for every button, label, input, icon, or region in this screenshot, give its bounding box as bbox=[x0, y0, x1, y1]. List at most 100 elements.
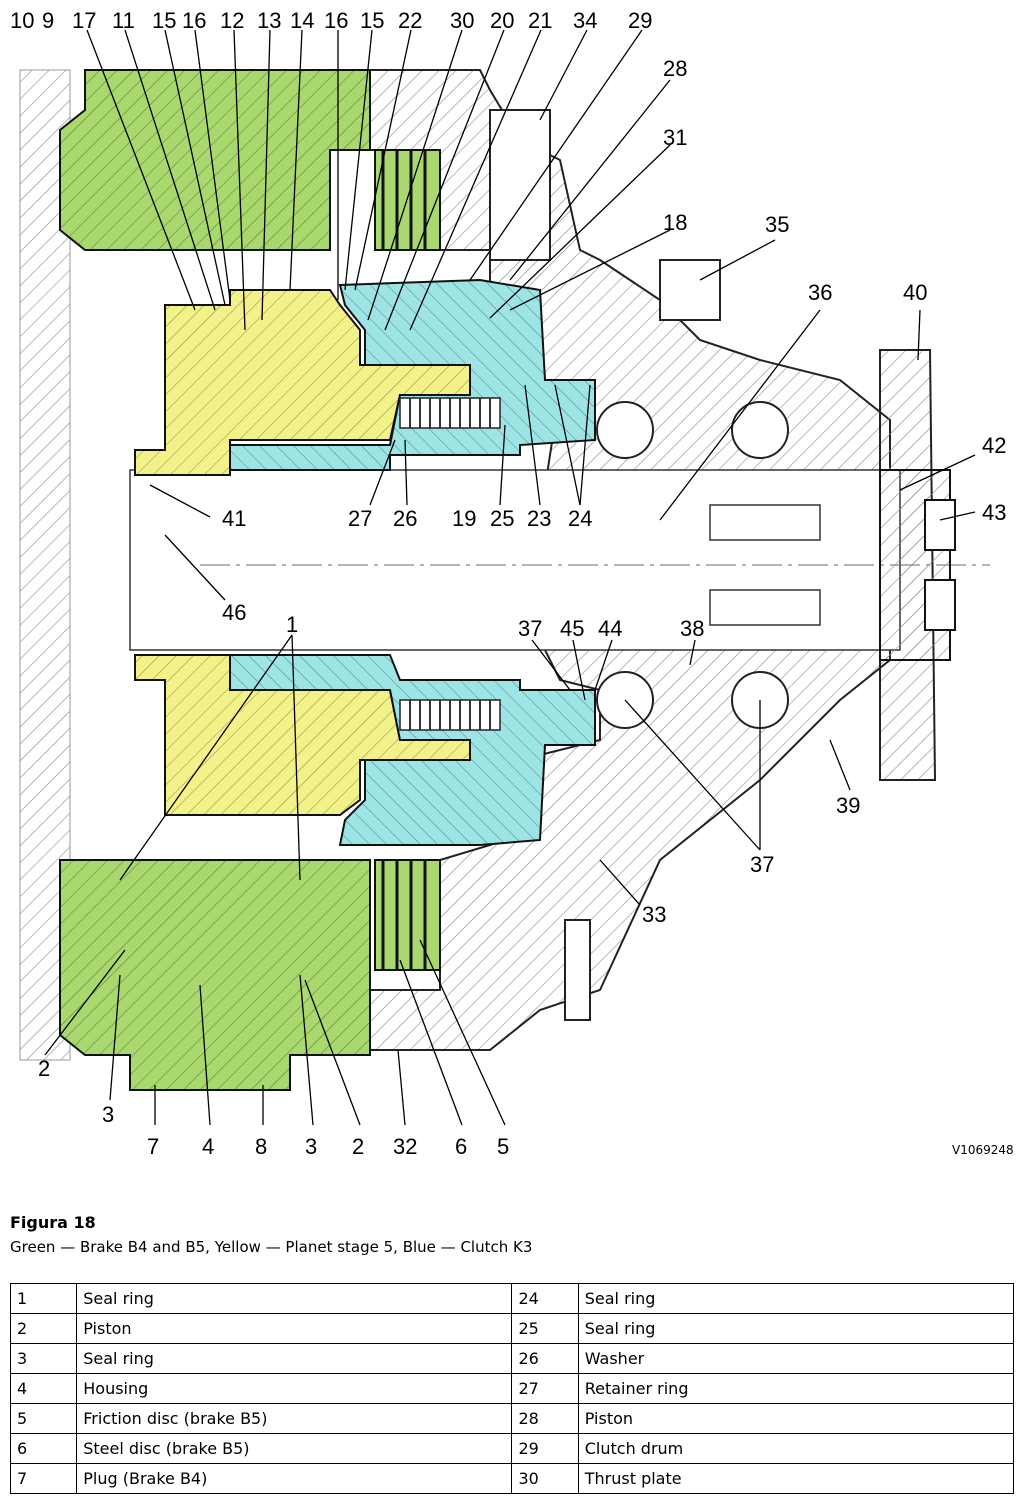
callouts-top: 10 9 17 11 15 16 12 13 14 16 15 22 30 20… bbox=[10, 8, 652, 33]
callout-43: 43 bbox=[982, 500, 1006, 525]
callout-46: 46 bbox=[222, 600, 246, 625]
callout-2b: 2 bbox=[352, 1134, 364, 1159]
callout-41: 41 bbox=[222, 506, 246, 531]
callouts-right: 28 31 18 35 36 40 42 43 bbox=[663, 56, 1006, 525]
callout-27: 27 bbox=[348, 506, 372, 531]
callout-37b: 37 bbox=[750, 852, 774, 877]
output-flange bbox=[879, 469, 956, 661]
callout-19: 19 bbox=[452, 506, 476, 531]
callout-21: 21 bbox=[528, 8, 552, 33]
callout-9: 9 bbox=[42, 8, 54, 33]
part-number: 29 bbox=[511, 1433, 579, 1464]
table-row: 1 Seal ring 24 Seal ring bbox=[9, 1283, 1015, 1314]
callout-35: 35 bbox=[765, 212, 789, 237]
figure-description: Green — Brake B4 and B5, Yellow — Planet… bbox=[10, 1238, 533, 1256]
part-name: Thrust plate bbox=[577, 1463, 1015, 1494]
callout-22: 22 bbox=[398, 8, 422, 33]
part-number: 5 bbox=[9, 1403, 78, 1434]
part-name: Clutch drum bbox=[577, 1433, 1015, 1464]
callout-16: 16 bbox=[182, 8, 206, 33]
brake-b4-b5-green bbox=[59, 69, 441, 1091]
part-number: 7 bbox=[9, 1463, 78, 1494]
callout-20: 20 bbox=[490, 8, 514, 33]
part-name: Washer bbox=[577, 1343, 1015, 1374]
part-number: 6 bbox=[9, 1433, 78, 1464]
part-number: 30 bbox=[511, 1463, 579, 1494]
callout-17: 17 bbox=[72, 8, 96, 33]
callouts-lower: 46 1 37 45 44 38 39 37 33 bbox=[222, 600, 860, 927]
part-name: Seal ring bbox=[76, 1283, 513, 1314]
table-row: 6 Steel disc (brake B5) 29 Clutch drum bbox=[9, 1433, 1015, 1464]
callout-36: 36 bbox=[808, 280, 832, 305]
callout-37: 37 bbox=[518, 616, 542, 641]
transmission-housing bbox=[19, 69, 990, 1061]
callout-2: 2 bbox=[38, 1056, 50, 1081]
part-number: 26 bbox=[511, 1343, 579, 1374]
part-number: 25 bbox=[511, 1313, 579, 1344]
part-name: Retainer ring bbox=[577, 1373, 1015, 1404]
callout-38: 38 bbox=[680, 616, 704, 641]
part-number: 27 bbox=[511, 1373, 579, 1404]
callout-12: 12 bbox=[220, 8, 244, 33]
callout-14: 14 bbox=[290, 8, 314, 33]
callout-11: 11 bbox=[112, 8, 135, 33]
callout-7: 7 bbox=[147, 1134, 159, 1159]
callout-3: 3 bbox=[102, 1102, 114, 1127]
callout-31: 31 bbox=[663, 125, 687, 150]
figure-title: Figura 18 bbox=[10, 1213, 96, 1232]
part-number: 1 bbox=[9, 1283, 78, 1314]
table-row: 7 Plug (Brake B4) 30 Thrust plate bbox=[9, 1463, 1015, 1494]
callout-25: 25 bbox=[490, 506, 514, 531]
part-name: Plug (Brake B4) bbox=[76, 1463, 513, 1494]
callout-42: 42 bbox=[982, 433, 1006, 458]
part-number: 4 bbox=[9, 1373, 78, 1404]
part-number: 2 bbox=[9, 1313, 78, 1344]
callout-15b: 15 bbox=[360, 8, 384, 33]
callout-33: 33 bbox=[642, 902, 666, 927]
callout-23: 23 bbox=[527, 506, 551, 531]
callout-16b: 16 bbox=[324, 8, 348, 33]
part-number: 28 bbox=[511, 1403, 579, 1434]
callouts-mid: 41 27 26 19 25 23 24 bbox=[222, 506, 592, 531]
drawing-id: V1069248 bbox=[952, 1143, 1014, 1157]
callout-18: 18 bbox=[663, 210, 687, 235]
callout-15: 15 bbox=[152, 8, 176, 33]
callout-6: 6 bbox=[455, 1134, 467, 1159]
callout-40: 40 bbox=[903, 280, 927, 305]
part-name: Piston bbox=[577, 1403, 1015, 1434]
callout-29: 29 bbox=[628, 8, 652, 33]
leader-lines bbox=[44, 29, 976, 1126]
callout-34: 34 bbox=[573, 8, 597, 33]
callout-4: 4 bbox=[202, 1134, 214, 1159]
callout-13: 13 bbox=[257, 8, 281, 33]
clutch-k3-blue bbox=[229, 278, 596, 846]
callout-30: 30 bbox=[450, 8, 474, 33]
table-row: 5 Friction disc (brake B5) 28 Piston bbox=[9, 1403, 1015, 1434]
callout-28: 28 bbox=[663, 56, 687, 81]
callouts-bottom: 2 3 7 4 8 3 2 32 6 5 bbox=[38, 1056, 509, 1159]
part-number: 24 bbox=[511, 1283, 579, 1314]
table-row: 4 Housing 27 Retainer ring bbox=[9, 1373, 1015, 1404]
figure-caption: Figura 18 Green — Brake B4 and B5, Yello… bbox=[10, 1213, 1010, 1256]
callout-8: 8 bbox=[255, 1134, 267, 1159]
exploded-section-diagram: 10 9 17 11 15 16 12 13 14 16 15 22 30 20… bbox=[10, 8, 1014, 1159]
part-name: Seal ring bbox=[577, 1313, 1015, 1344]
callout-39: 39 bbox=[836, 793, 860, 818]
part-name: Seal ring bbox=[76, 1343, 513, 1374]
part-name: Steel disc (brake B5) bbox=[76, 1433, 513, 1464]
callout-32: 32 bbox=[393, 1134, 417, 1159]
callout-26: 26 bbox=[393, 506, 417, 531]
parts-table: 1 Seal ring 24 Seal ring 2 Piston 25 Sea… bbox=[9, 1283, 1015, 1494]
callout-1: 1 bbox=[286, 612, 298, 637]
callout-24: 24 bbox=[568, 506, 592, 531]
callout-45: 45 bbox=[560, 616, 584, 641]
callout-5: 5 bbox=[497, 1134, 509, 1159]
part-name: Piston bbox=[76, 1313, 513, 1344]
part-name: Friction disc (brake B5) bbox=[76, 1403, 513, 1434]
callout-10: 10 bbox=[10, 8, 34, 33]
callout-3b: 3 bbox=[305, 1134, 317, 1159]
table-row: 2 Piston 25 Seal ring bbox=[9, 1313, 1015, 1344]
table-row: 3 Seal ring 26 Washer bbox=[9, 1343, 1015, 1374]
part-number: 3 bbox=[9, 1343, 78, 1374]
part-name: Seal ring bbox=[577, 1283, 1015, 1314]
